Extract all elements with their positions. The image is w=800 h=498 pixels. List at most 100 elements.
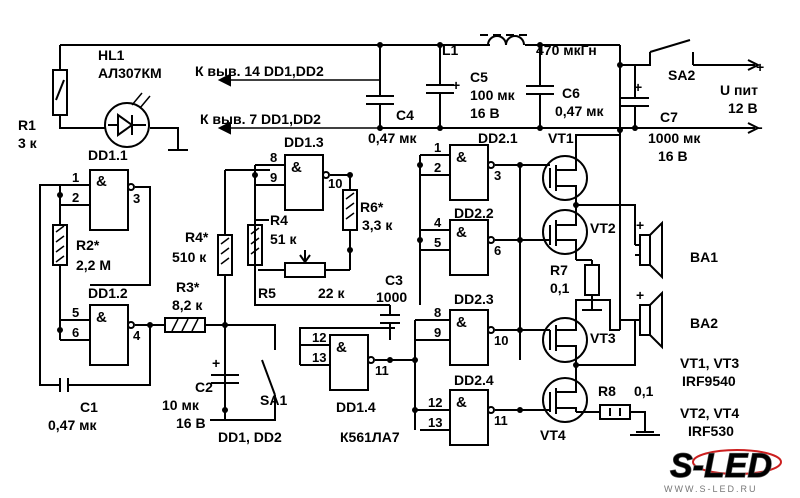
gate-dd1-2 xyxy=(59,304,225,366)
label-hl1: HL1 xyxy=(98,47,125,63)
pin-dd13-8: 8 xyxy=(270,150,277,165)
pin-dd23-8: 8 xyxy=(434,305,441,320)
label-r5: R5 xyxy=(258,285,276,301)
label-sa2: SA2 xyxy=(668,67,695,83)
potentiometer-r5[interactable] xyxy=(258,250,350,278)
transistor-vt4 xyxy=(542,365,654,433)
resistor-r6 xyxy=(342,189,358,270)
gate-dd2-1 xyxy=(419,144,521,360)
label-vt13: VT1, VT3 xyxy=(680,355,739,371)
gate-symbols: & & & & & & & & xyxy=(96,149,467,411)
label-c4-val: 0,47 мк xyxy=(368,130,417,146)
label-ba1: BA1 xyxy=(690,249,718,265)
gate-dd2-4 xyxy=(414,389,545,446)
speaker-ba1 xyxy=(635,220,663,280)
label-dd22: DD2.2 xyxy=(454,205,494,221)
label-r7-val: 0,1 xyxy=(550,280,570,296)
label-r2-val: 2,2 М xyxy=(76,257,111,273)
label-c7: C7 xyxy=(660,109,678,125)
label-c2-plus: + xyxy=(212,355,220,371)
label-vt1: VT1 xyxy=(548,130,574,146)
resistor-r2 xyxy=(52,205,68,320)
label-r1: R1 xyxy=(18,117,36,133)
label-pin7: К выв. 7 DD1,DD2 xyxy=(200,111,321,127)
label-sa1: SA1 xyxy=(260,392,287,408)
pin-dd21-1: 1 xyxy=(434,140,441,155)
label-r6-val: 3,3 к xyxy=(362,217,393,233)
label-hl1-type: АЛ307КМ xyxy=(98,65,162,81)
switch-sa2[interactable] xyxy=(649,39,694,65)
power-rails xyxy=(60,44,761,330)
pin-dd22-4: 4 xyxy=(434,215,442,230)
resistor-r8 xyxy=(599,404,631,420)
pin-dd12-5: 5 xyxy=(72,305,79,320)
label-c5-val2: 16 В xyxy=(470,105,500,121)
pin-dd24-13: 13 xyxy=(428,415,442,430)
transistor-vt3 xyxy=(542,299,636,366)
pin-dd22-6: 6 xyxy=(494,243,501,258)
junction-dots xyxy=(57,42,638,413)
label-dd11: DD1.1 xyxy=(88,147,128,163)
pin-dd14-11: 11 xyxy=(375,363,389,378)
label-l1: L1 xyxy=(442,42,459,58)
capacitor-c5 xyxy=(426,60,454,98)
label-vt2: VT2 xyxy=(590,220,616,236)
gate-dd2-2 xyxy=(419,219,545,305)
amp-dd22: & xyxy=(456,224,467,241)
pin-dd12-4: 4 xyxy=(133,328,141,343)
label-ba2-plus: + xyxy=(636,287,644,303)
label-dd21: DD2.1 xyxy=(478,130,518,146)
label-dd12: DD1.2 xyxy=(88,285,128,301)
pin-dd14-13: 13 xyxy=(312,350,326,365)
label-r4a: R4* xyxy=(185,229,209,245)
transistor-vt1 xyxy=(520,134,620,205)
label-irf530: IRF530 xyxy=(688,423,734,439)
label-c7-val1: 1000 мк xyxy=(648,130,701,146)
capacitor-c4 xyxy=(366,80,394,128)
resistor-r4 xyxy=(247,219,269,266)
label-c5: C5 xyxy=(470,69,488,85)
label-r8: R8 xyxy=(598,383,616,399)
amp-dd24: & xyxy=(456,394,467,411)
pin-dd11-3: 3 xyxy=(133,191,140,206)
gate-dd1-4 xyxy=(299,327,415,391)
label-c2: C2 xyxy=(195,379,213,395)
label-irf9540: IRF9540 xyxy=(682,373,736,389)
pin-dd24-11: 11 xyxy=(494,413,508,428)
label-r6: R6* xyxy=(360,199,384,215)
amp-dd23: & xyxy=(456,314,467,331)
pin-dd13-10: 10 xyxy=(328,176,342,191)
label-c3-val: 1000 xyxy=(376,289,407,305)
component-labels: HL1 АЛ307КМ R1 3 к К выв. 14 DD1,DD2 К в… xyxy=(18,42,764,445)
pin-dd13-9: 9 xyxy=(270,170,277,185)
amp-dd14: & xyxy=(336,339,347,356)
label-r4: R4 xyxy=(270,212,288,228)
label-c4: C4 xyxy=(396,107,414,123)
label-dd13: DD1.3 xyxy=(284,134,324,150)
amp-dd13: & xyxy=(291,159,302,176)
pin-dd11-1: 1 xyxy=(72,170,79,185)
label-dd14: DD1.4 xyxy=(336,399,376,415)
label-c5-plus: + xyxy=(452,77,460,93)
pin-dd14-12: 12 xyxy=(312,330,326,345)
label-vt24: VT2, VT4 xyxy=(680,405,739,421)
switch-sa1[interactable] xyxy=(225,324,276,396)
label-dd-list: DD1, DD2 xyxy=(218,429,282,445)
label-vt4: VT4 xyxy=(540,427,566,443)
pin-dd21-3: 3 xyxy=(494,168,501,183)
label-r2: R2* xyxy=(76,237,100,253)
pin-dd22-5: 5 xyxy=(434,235,441,250)
inductor-l1 xyxy=(480,34,530,46)
capacitor-c1 xyxy=(40,325,151,392)
label-plus: + xyxy=(756,59,764,75)
capacitor-c2 xyxy=(211,325,276,421)
label-r3-val: 8,2 к xyxy=(172,297,203,313)
label-c7-plus: + xyxy=(634,79,642,95)
pin-dd23-10: 10 xyxy=(494,333,508,348)
label-chip: К561ЛА7 xyxy=(340,429,400,445)
label-c5-val1: 100 мк xyxy=(470,87,516,103)
label-c2-val1: 10 мк xyxy=(162,397,200,413)
label-c2-val2: 16 В xyxy=(176,415,206,431)
gate-dd2-3 xyxy=(414,309,545,410)
